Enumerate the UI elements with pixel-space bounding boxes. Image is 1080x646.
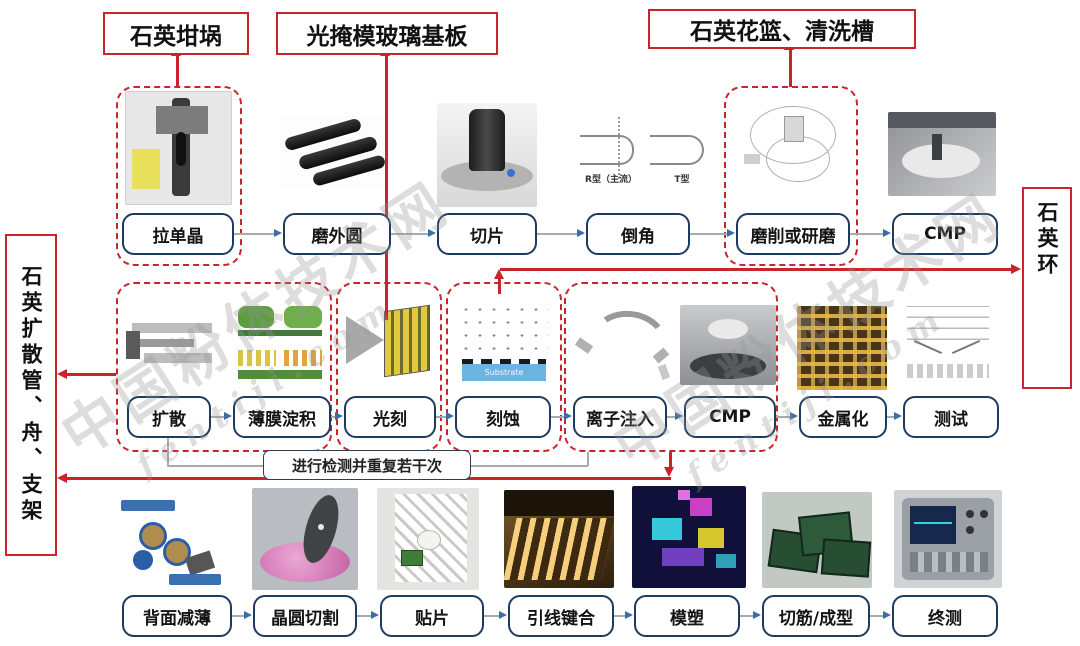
step-pull-single-crystal: 拉单晶 [122, 213, 234, 255]
step-diffusion: 扩散 [127, 396, 211, 438]
wire-bonding-image [504, 490, 614, 588]
arrow-down-icon [664, 467, 674, 477]
metallization-image [797, 306, 887, 390]
chamfer-types-diagram [572, 103, 708, 195]
arrow-right-icon [564, 412, 572, 420]
callout-quartz-tube-boat-rack: 石英扩散管、舟、支架 [5, 234, 57, 556]
molding-3d-image [632, 486, 746, 588]
step-test: 测试 [903, 396, 999, 438]
step-grinding-or-lapping: 磨削或研磨 [736, 213, 850, 255]
step-thin-film-deposition: 薄膜淀积 [233, 396, 331, 438]
arrow-right-icon [577, 229, 585, 237]
die-attach-diagram [377, 488, 479, 590]
arrow-left-icon [57, 473, 67, 483]
step-die-attach: 贴片 [380, 595, 484, 637]
etch-substrate-label: Substrate [462, 364, 546, 381]
step-cmp-1: CMP [892, 213, 998, 255]
arrow-right-icon [675, 412, 683, 420]
callout-quartz-basket-tank: 石英花篮、清洗槽 [648, 9, 916, 49]
thin-film-deposition-image [230, 300, 328, 390]
step-molding: 模塑 [634, 595, 740, 637]
arrow-right-icon [894, 412, 902, 420]
wafer-test-diagram [899, 298, 997, 388]
step-chamfer: 倒角 [586, 213, 690, 255]
inspection-repeat-note: 进行检测并重复若干次 [263, 450, 471, 480]
arrow-right-icon [625, 611, 633, 619]
group-grinding-lapping [724, 86, 858, 266]
trimmed-chips-image [762, 492, 872, 588]
callout-photomask-substrate: 光掩模玻璃基板 [276, 12, 498, 55]
step-slicing: 切片 [437, 213, 537, 255]
cmp-polisher-image [680, 305, 776, 385]
wafer-dicing-image [252, 488, 358, 590]
group-crystal-pulling [116, 86, 242, 266]
diffusion-furnace-diagram [124, 303, 220, 385]
step-trim-form: 切筋/成型 [762, 595, 870, 637]
arrow-right-icon [727, 229, 735, 237]
cmp-machine-image [888, 112, 996, 196]
step-wire-bonding: 引线键合 [508, 595, 614, 637]
silicon-ingots-image [278, 116, 390, 188]
backside-thinning-diagram [103, 492, 235, 592]
arrow-right-icon [446, 412, 454, 420]
step-cmp-2: CMP [684, 396, 776, 438]
etching-diagram: Substrate [454, 299, 554, 389]
group-diffusion-deposition [116, 282, 332, 452]
arrow-right-icon [883, 229, 891, 237]
grinding-lapping-diagram [732, 92, 852, 202]
arrow-left-icon [57, 369, 67, 379]
step-etching: 刻蚀 [455, 396, 551, 438]
crystal-puller-image [125, 91, 232, 205]
arrow-up-icon [494, 269, 504, 279]
arrow-right-icon [883, 611, 891, 619]
arrow-right-icon [499, 611, 507, 619]
photolithography-image [344, 298, 436, 388]
step-final-test: 终测 [892, 595, 998, 637]
callout-quartz-crucible: 石英坩埚 [103, 12, 249, 55]
chamfer-t-type-label: T型 [674, 175, 690, 185]
ion-implantation-diagram [572, 303, 674, 385]
step-metallization: 金属化 [799, 396, 887, 438]
step-grind-outer-circle: 磨外圆 [283, 213, 391, 255]
wafer-slicing-image [437, 103, 537, 207]
final-test-equipment-image [894, 490, 1002, 588]
step-backside-thinning: 背面减薄 [122, 595, 232, 637]
arrow-right-icon [790, 412, 798, 420]
step-wafer-dicing: 晶圆切割 [253, 595, 357, 637]
arrow-right-icon [244, 611, 252, 619]
arrow-right-icon [371, 611, 379, 619]
arrow-right-icon [1011, 264, 1021, 274]
callout-quartz-ring: 石英环 [1022, 187, 1072, 389]
group-etching [446, 282, 562, 452]
group-implant-cmp [564, 282, 778, 452]
arrow-right-icon [224, 412, 232, 420]
step-ion-implantation: 离子注入 [573, 396, 667, 438]
step-photolithography: 光刻 [344, 396, 436, 438]
arrow-right-icon [428, 229, 436, 237]
chamfer-r-type-label: R型（主流） [585, 175, 637, 185]
arrow-right-icon [335, 412, 343, 420]
arrow-right-icon [274, 229, 282, 237]
arrow-right-icon [753, 611, 761, 619]
